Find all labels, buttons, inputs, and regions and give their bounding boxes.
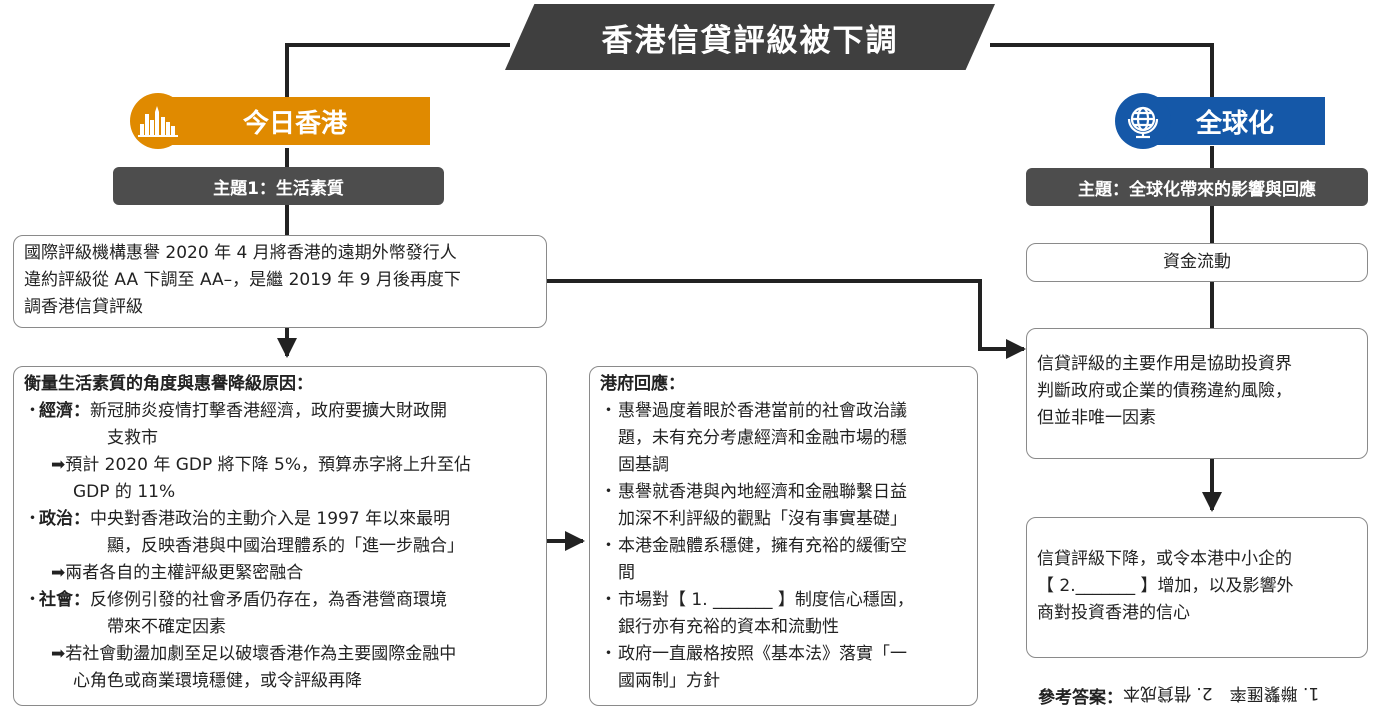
response-item: ・ 政府一直嚴格按照《基本法》落實「一 國兩制」方針: [600, 644, 907, 691]
downgrade-effect-box: 信貸評級下降，或令本港中小企的 【 2._______ 】增加，以及影響外 商對…: [1026, 517, 1368, 658]
response-item: ・ 市場對【 1. _______ 】制度信心穩固， 銀行亦有充裕的資本和流動性: [600, 590, 914, 637]
city-skyline-icon: [130, 93, 186, 149]
capital-flow-box: 資金流動: [1026, 243, 1368, 282]
hk-today-badge: 今日香港: [130, 93, 430, 149]
response-heading: 港府回應：: [600, 374, 685, 394]
reasons-heading: 衡量生活素質的角度與惠譽降級原因：: [24, 374, 313, 394]
left-theme-bar: 主題1：生活素質: [113, 167, 444, 205]
reason-politics-consequence: ➡兩者各自的主權評級更緊密融合: [51, 563, 304, 583]
page-title: 香港信貸評級被下調: [601, 22, 899, 59]
globe-icon: [1115, 93, 1171, 149]
response-item: ・ 惠譽就香港與內地經濟和金融聯繫日益 加深不利評級的觀點「沒有事實基礎」: [600, 482, 907, 529]
reason-society-consequence: ➡若社會動盪加劇至足以破壞香港作為主要國際金融中 心角色或商業環境穩健，或令評級…: [51, 644, 457, 691]
globalization-badge: 全球化: [1115, 93, 1325, 149]
answers-upside-down: 1. 聯繫匯率 2. 借貸成本: [1123, 683, 1320, 703]
title-to-left-line: [285, 43, 510, 100]
reason-economy-consequence: ➡預計 2020 年 GDP 將下降 5%，預算赤字將上升至佔 GDP 的 11…: [51, 455, 472, 502]
globalization-label: 全球化: [1145, 97, 1325, 145]
response-item: ・ 惠譽過度着眼於香港當前的社會政治議 題，未有充分考慮經濟和金融市場的穩 固基…: [600, 401, 907, 475]
reasons-box: 衡量生活素質的角度與惠譽降級原因： ・ 經濟：新冠肺炎疫情打擊香港經濟，政府要擴…: [13, 366, 547, 706]
reason-society: ・ 社會：反修例引發的社會矛盾仍存在，為香港營商環境 帶來不確定因素: [24, 590, 447, 637]
intro-to-rating-arrow: [546, 279, 1026, 359]
answers-label: 參考答案：: [1038, 688, 1123, 708]
hk-today-label: 今日香港: [160, 97, 430, 145]
right-theme-bar: 主題：全球化帶來的影響與回應: [1026, 168, 1368, 206]
response-item: ・ 本港金融體系穩健，擁有充裕的緩衝空 間: [600, 536, 907, 583]
intro-box: 國際評級機構惠譽 2020 年 4 月將香港的遠期外幣發行人 違約評級從 AA …: [13, 235, 547, 328]
reason-economy: ・ 經濟：新冠肺炎疫情打擊香港經濟，政府要擴大財政開 支救市: [24, 401, 447, 448]
reference-answers: 參考答案：1. 聯繫匯率 2. 借貸成本: [1038, 683, 1378, 708]
reason-politics: ・ 政治：中央對香港政治的主動介入是 1997 年以來最明 顯，反映香港與中國治…: [24, 509, 464, 556]
title-to-right-line: [990, 43, 1214, 98]
title-banner: 香港信貸評級被下調: [505, 4, 995, 70]
gov-response-box: 港府回應： ・ 惠譽過度着眼於香港當前的社會政治議 題，未有充分考慮經濟和金融市…: [589, 366, 978, 706]
rating-role-box: 信貸評級的主要作用是協助投資界 判斷政府或企業的債務違約風險， 但並非唯一因素: [1026, 328, 1368, 459]
